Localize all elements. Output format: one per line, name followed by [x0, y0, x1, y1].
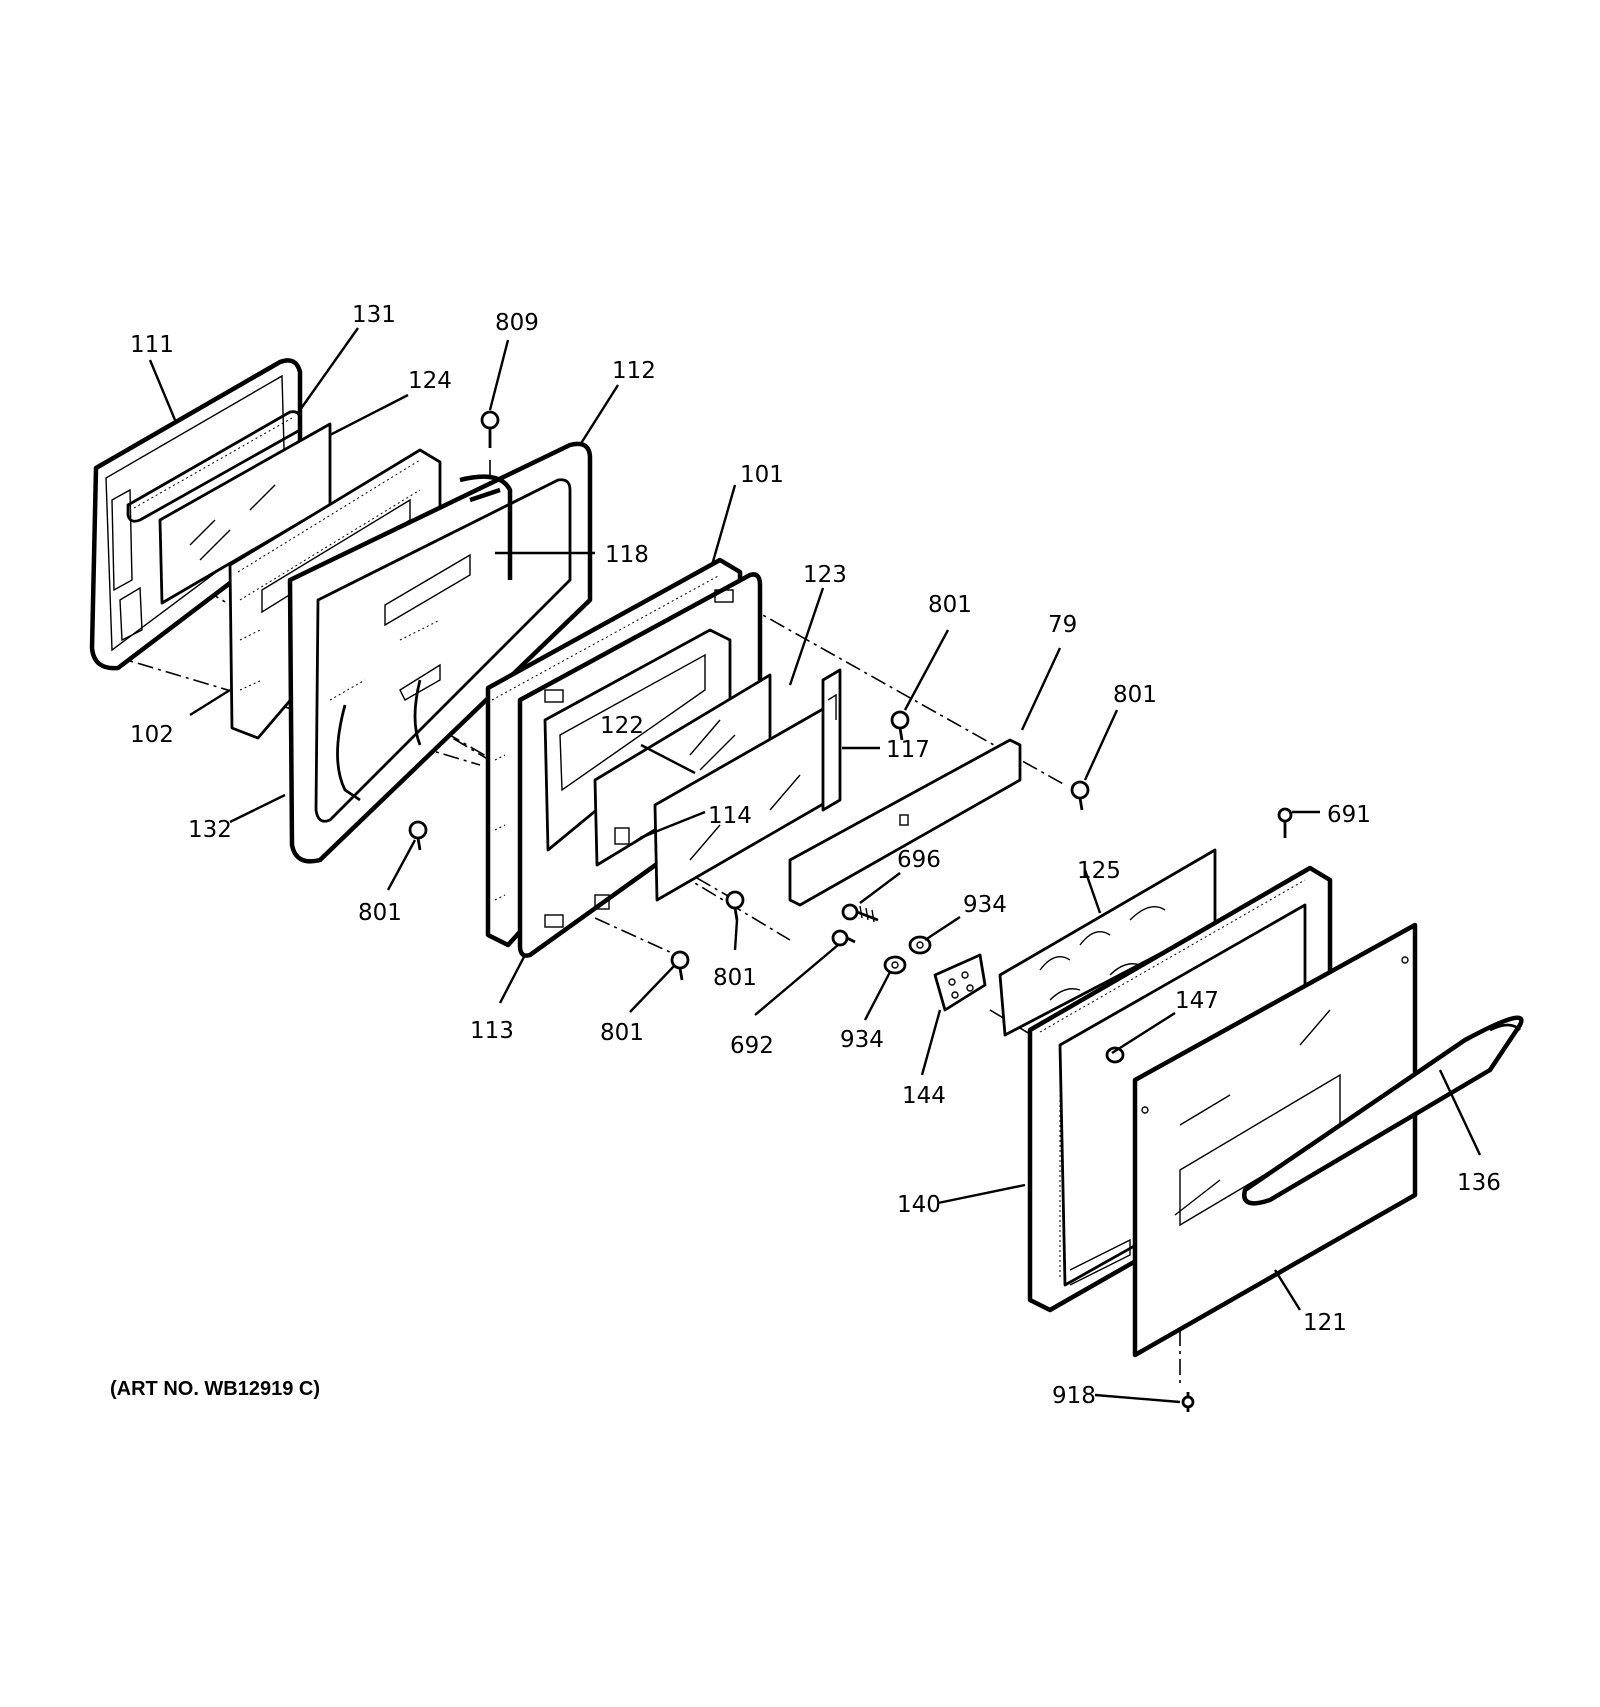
fasteners-hinge-area	[831, 903, 932, 975]
callout-934-b: 934	[840, 1027, 884, 1053]
screw-809	[480, 410, 500, 448]
callout-801-a: 801	[928, 592, 972, 618]
screws	[408, 410, 1293, 1412]
part-121-outer-glass	[1132, 922, 1418, 1358]
screw-918	[1181, 1392, 1195, 1412]
callout-136: 136	[1457, 1170, 1501, 1196]
callout-labels: 111 131 124 809 112 118 101 123 801 79 8…	[110, 302, 1501, 1409]
screw-691	[1277, 807, 1293, 838]
art-number: (ART NO. WB12919 C)	[110, 1378, 320, 1400]
part-131-gasket	[126, 410, 302, 523]
callout-114: 114	[708, 803, 752, 829]
washer-934-lower	[883, 955, 907, 975]
callout-696: 696	[897, 847, 941, 873]
callout-934-a: 934	[963, 892, 1007, 918]
callout-123: 123	[803, 562, 847, 588]
callout-112: 112	[612, 358, 656, 384]
callout-124: 124	[408, 368, 452, 394]
callout-918: 918	[1052, 1383, 1096, 1409]
callout-113: 113	[470, 1018, 514, 1044]
callout-144: 144	[902, 1083, 946, 1109]
callout-131: 131	[352, 302, 396, 328]
callout-801-d: 801	[713, 965, 757, 991]
callout-118: 118	[605, 542, 649, 568]
screw-801-hinge	[408, 820, 428, 851]
part-117-bracket	[821, 668, 842, 812]
callout-125: 125	[1077, 858, 1121, 884]
screw-696	[841, 903, 879, 923]
part-112-door-frame	[287, 441, 593, 864]
callout-111: 111	[130, 332, 174, 358]
washer-934-upper	[908, 935, 932, 955]
part-118-hinge-frame	[459, 474, 513, 580]
callout-801-e: 801	[600, 1020, 644, 1046]
callout-122: 122	[600, 713, 644, 739]
callout-101: 101	[740, 462, 784, 488]
screw-801-bottom	[670, 950, 690, 981]
callout-147: 147	[1175, 988, 1219, 1014]
callout-692: 692	[730, 1033, 774, 1059]
screw-801-right	[1070, 780, 1090, 811]
screw-801-top	[890, 710, 910, 741]
callout-102: 102	[130, 722, 174, 748]
callout-121: 121	[1303, 1310, 1347, 1336]
callout-132: 132	[188, 817, 232, 843]
part-79-air-deflector	[788, 738, 1022, 907]
leader-lines	[148, 327, 1482, 1404]
part-136-handle	[1242, 1015, 1524, 1206]
screw-692	[831, 929, 856, 947]
callout-117: 117	[886, 737, 930, 763]
callout-809: 809	[495, 310, 539, 336]
callout-691: 691	[1327, 802, 1371, 828]
screw-801-glass	[725, 890, 745, 921]
callout-140: 140	[897, 1192, 941, 1218]
callout-79: 79	[1048, 612, 1077, 638]
part-144-hinge-plate	[933, 953, 987, 1012]
callout-801-c: 801	[358, 900, 402, 926]
callout-801-b: 801	[1113, 682, 1157, 708]
